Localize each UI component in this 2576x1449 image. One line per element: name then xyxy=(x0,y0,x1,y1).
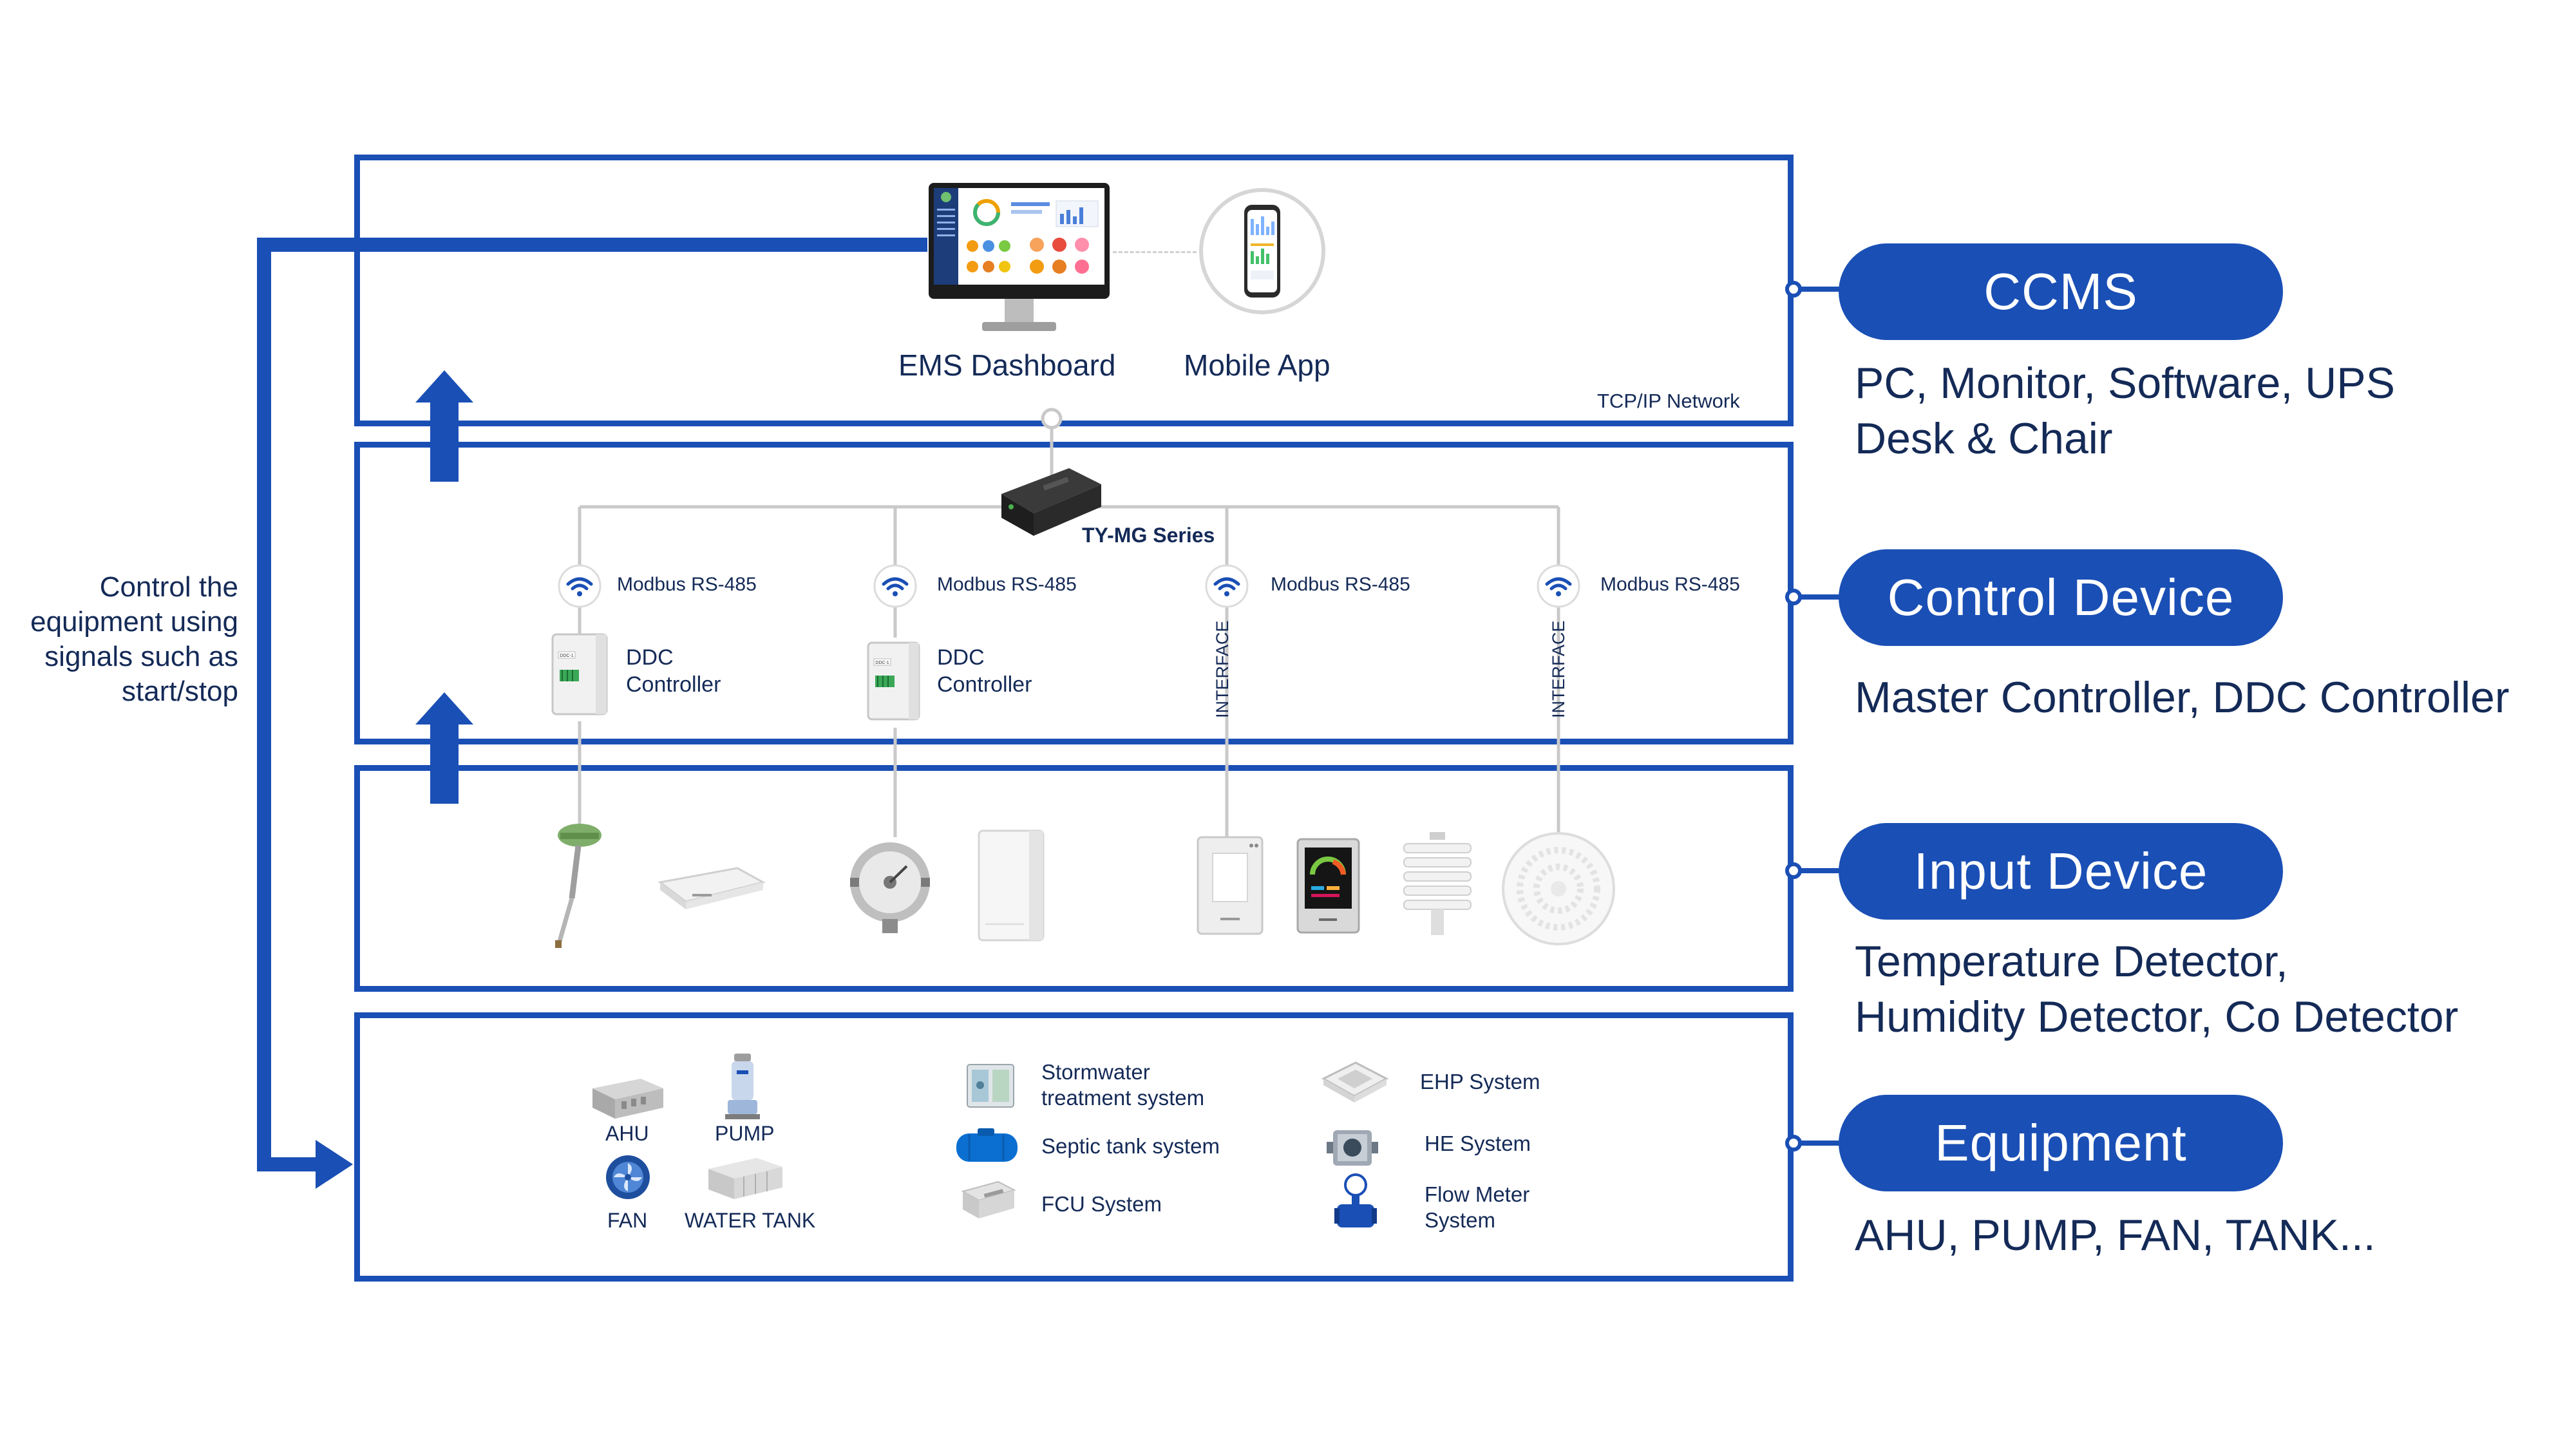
ccms-connector-dot xyxy=(1785,281,1802,298)
stormwater-label-line1: Stormwater xyxy=(1041,1060,1150,1084)
wall-humidity-sensor-icon xyxy=(978,829,1045,942)
gateway-label: TY-MG Series xyxy=(1082,524,1215,547)
stormwater-label-line2: treatment system xyxy=(1041,1086,1205,1110)
flow-meter-label-line1: Flow Meter xyxy=(1425,1182,1530,1206)
equipment-connector-dot xyxy=(1785,1135,1802,1151)
equipment-desc-line1: AHU, PUMP, FAN, TANK... xyxy=(1855,1211,2376,1260)
ccms-description: PC, Monitor, Software, UPS Desk & Chair xyxy=(1855,355,2395,466)
septic-tank-icon xyxy=(956,1128,1018,1162)
ccms-pill: CCMS xyxy=(1839,243,2283,340)
flow-meter-label: Flow Meter System xyxy=(1425,1182,1530,1233)
left-note: Control the equipment using signals such… xyxy=(6,570,238,709)
mobile-app-label: Mobile App xyxy=(1184,348,1331,382)
ehp-system-icon xyxy=(1321,1061,1389,1103)
air-quality-monitor-icon xyxy=(1296,838,1360,934)
septic-tank-label: Septic tank system xyxy=(1041,1134,1220,1158)
ddc-label-2: DDC Controller xyxy=(937,644,1032,698)
bus-label-2: Modbus RS-485 xyxy=(937,574,1077,595)
ems-dashboard-monitor-icon xyxy=(929,183,1110,331)
control-device-description: Master Controller, DDC Controller xyxy=(1855,670,2510,725)
ddc-controller-icon: DDC-1 xyxy=(867,641,920,721)
ddc-label-2-line2: Controller xyxy=(937,672,1032,697)
ccms-desc-line2: Desk & Chair xyxy=(1855,414,2113,463)
ddc-label-1: DDC Controller xyxy=(626,644,721,698)
flow-meter-label-line2: System xyxy=(1425,1208,1496,1232)
duct-temperature-sensor-icon xyxy=(555,824,601,948)
ddc-badge-text: DDC-1 xyxy=(875,661,889,665)
he-system-icon xyxy=(1327,1130,1378,1166)
bus-label-3: Modbus RS-485 xyxy=(1271,574,1410,595)
wifi-icon xyxy=(1205,564,1249,608)
wifi-icon xyxy=(1537,564,1580,608)
wifi-icon xyxy=(558,564,601,608)
left-note-line2: equipment using xyxy=(30,606,238,638)
water-tank-icon xyxy=(708,1158,782,1199)
fan-label: FAN xyxy=(607,1209,648,1232)
ccms-connector-line xyxy=(1794,287,1842,292)
ems-dashboard-label: EMS Dashboard xyxy=(898,348,1116,382)
gateway-device-icon xyxy=(1001,468,1101,536)
left-note-line1: Control the xyxy=(99,571,238,603)
control-feedback-top-line xyxy=(258,238,927,252)
outdoor-radiation-shield-icon xyxy=(1403,832,1472,935)
equipment-pill: Equipment xyxy=(1839,1095,2283,1191)
interface-label-1: INTERFACE xyxy=(1213,620,1232,718)
fcu-icon xyxy=(961,1180,1016,1218)
bus-label-1: Modbus RS-485 xyxy=(617,574,757,595)
room-sensor-icon xyxy=(658,867,766,909)
interface-label-2: INTERFACE xyxy=(1549,620,1568,718)
fan-icon xyxy=(606,1155,650,1199)
he-system-label: HE System xyxy=(1425,1132,1531,1155)
left-note-line3: signals such as xyxy=(44,641,238,672)
ahu-icon xyxy=(592,1079,663,1119)
fcu-label: FCU System xyxy=(1041,1192,1162,1216)
co2-detector-icon xyxy=(1197,836,1264,935)
ddc-badge-text: DDC-1 xyxy=(560,654,573,658)
input-desc-line2: Humidity Detector, Co Detector xyxy=(1855,992,2459,1041)
control-connector-line xyxy=(1794,594,1842,600)
ccms-desc-line1: PC, Monitor, Software, UPS xyxy=(1855,359,2395,408)
equipment-connector-line xyxy=(1794,1141,1842,1146)
pump-label: PUMP xyxy=(715,1122,775,1145)
tcp-ip-network-label: TCP/IP Network xyxy=(1597,390,1740,412)
differential-pressure-gauge-icon xyxy=(850,842,930,933)
ahu-label: AHU xyxy=(605,1122,649,1145)
input-connector-line xyxy=(1794,868,1842,873)
up-arrow-input-to-control xyxy=(415,692,473,804)
control-feedback-arrow xyxy=(257,238,374,1189)
ddc-label-1-line1: DDC xyxy=(626,645,674,670)
wifi-icon xyxy=(873,564,917,608)
left-note-line4: start/stop xyxy=(122,676,238,707)
input-connector-dot xyxy=(1785,862,1802,879)
ddc-label-1-line2: Controller xyxy=(626,672,721,697)
ceiling-detector-icon xyxy=(1502,832,1615,945)
ehp-system-label: EHP System xyxy=(1420,1070,1540,1094)
stormwater-label: Stormwater treatment system xyxy=(1041,1059,1204,1111)
bus-label-4: Modbus RS-485 xyxy=(1600,574,1740,595)
control-desc-line1: Master Controller, DDC Controller xyxy=(1855,673,2510,722)
ddc-controller-icon: DDC-1 xyxy=(551,633,608,715)
equipment-description: AHU, PUMP, FAN, TANK... xyxy=(1855,1208,2376,1263)
input-desc-line1: Temperature Detector, xyxy=(1855,937,2288,986)
input-device-description: Temperature Detector, Humidity Detector,… xyxy=(1855,934,2458,1045)
control-connector-dot xyxy=(1785,589,1802,605)
up-arrow-control-to-ccms xyxy=(415,370,473,482)
ddc-label-2-line1: DDC xyxy=(937,645,985,670)
water-tank-label: WATER TANK xyxy=(685,1209,816,1232)
control-wiring xyxy=(578,408,1560,882)
stormwater-system-icon xyxy=(967,1064,1014,1108)
input-device-pill: Input Device xyxy=(1839,823,2283,920)
flow-meter-icon xyxy=(1334,1173,1377,1227)
dashboard-to-mobile-dashed-line xyxy=(1113,251,1197,253)
control-device-pill: Control Device xyxy=(1839,549,2283,646)
pump-icon xyxy=(725,1054,760,1119)
mobile-app-icon xyxy=(1199,188,1325,314)
